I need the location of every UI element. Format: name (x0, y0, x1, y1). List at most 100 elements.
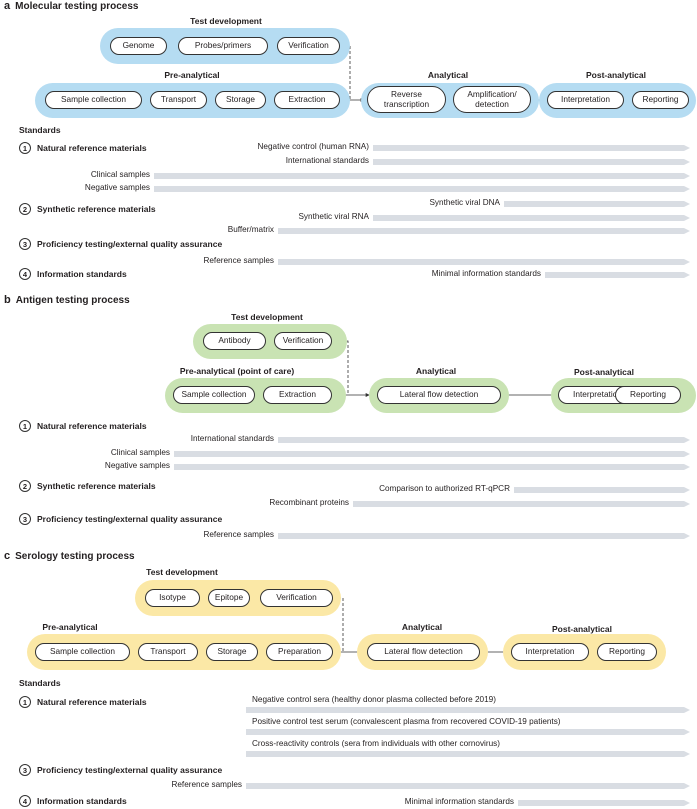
row-label: Synthetic viral DNA (429, 198, 500, 207)
row-bar (278, 228, 690, 234)
row-label: Minimal information standards (404, 797, 514, 806)
row-bar (174, 451, 690, 457)
row-label: Buffer/matrix (227, 225, 274, 234)
row-label: Reference samples (203, 530, 274, 539)
standard-synthetic-reference: Synthetic reference materials (37, 204, 156, 214)
standards-label: Standards (19, 125, 61, 135)
standard-number-badge: 4 (19, 268, 31, 280)
row-bar (154, 173, 690, 179)
row-bar (373, 215, 690, 221)
test-development-label: Test development (190, 16, 262, 26)
row-label: Negative control (human RNA) (257, 142, 370, 151)
panel-b-title-text: Antigen testing process (15, 295, 130, 306)
row-label: Positive control test serum (convalescen… (252, 717, 561, 726)
row-bar (278, 259, 690, 265)
standard-proficiency-testing: Proficiency testing/external quality ass… (37, 239, 223, 249)
analytical-label: Analytical (427, 70, 469, 80)
test-development-label: Test development (146, 567, 218, 577)
row-label: Cross-reactivity controls (sera from ind… (252, 739, 500, 748)
standard-number-badge: 4 (19, 795, 31, 807)
panel-b-title: b Antigen testing process (4, 294, 130, 306)
node-reporting: Reporting (597, 643, 657, 661)
node-probes-primers: Probes/primers (178, 37, 268, 55)
row-bar (353, 501, 690, 507)
row-label: International standards (190, 434, 274, 443)
node-sample-collection: Sample collection (173, 386, 255, 404)
row-bar (154, 186, 690, 192)
node-interpretation: Interpretation (511, 643, 589, 661)
row-label: Reference samples (171, 780, 242, 789)
node-verification: Verification (277, 37, 340, 55)
panel-c-title: c Serology testing process (4, 550, 135, 562)
row-label: International standards (285, 156, 369, 165)
row-label: Clinical samples (110, 448, 170, 457)
standard-number-badge: 1 (19, 420, 31, 432)
row-bar (373, 159, 690, 165)
analytical-label: Analytical (415, 366, 457, 376)
standard-number-badge: 1 (19, 696, 31, 708)
standard-natural-reference: Natural reference materials (37, 697, 147, 707)
row-label: Negative samples (84, 183, 150, 192)
node-lateral-flow-detection: Lateral flow detection (367, 643, 480, 661)
panel-b-letter: b (4, 294, 11, 306)
node-verification: Verification (274, 332, 332, 350)
row-bar (504, 201, 690, 207)
standard-natural-reference: Natural reference materials (37, 143, 147, 153)
node-reporting: Reporting (615, 386, 681, 404)
node-sample-collection: Sample collection (45, 91, 142, 109)
row-label: Negative samples (104, 461, 170, 470)
pre-analytical-label: Pre-analytical (164, 70, 220, 80)
standard-information: Information standards (37, 796, 127, 806)
standard-number-badge: 1 (19, 142, 31, 154)
standard-number-badge: 3 (19, 513, 31, 525)
node-amplification-detection: Amplification/ detection (453, 86, 531, 113)
panel-a-title-text: Molecular testing process (15, 1, 139, 12)
post-analytical-label: Post-analytical (552, 624, 612, 634)
node-transport: Transport (138, 643, 198, 661)
panel-a-title: a Molecular testing process (4, 0, 139, 12)
analytical-label: Analytical (401, 622, 443, 632)
node-reverse-transcription: Reverse transcription (367, 86, 446, 113)
row-bar (246, 783, 690, 789)
node-genome: Genome (110, 37, 167, 55)
panel-c-letter: c (4, 550, 11, 562)
row-bar (246, 707, 690, 713)
row-label: Clinical samples (90, 170, 150, 179)
standard-number-badge: 3 (19, 764, 31, 776)
standard-information: Information standards (37, 269, 127, 279)
post-analytical-label: Post-analytical (574, 367, 634, 377)
node-extraction: Extraction (274, 91, 340, 109)
node-isotype: Isotype (145, 589, 200, 607)
node-lateral-flow-detection: Lateral flow detection (377, 386, 501, 404)
standard-number-badge: 3 (19, 238, 31, 250)
node-epitope: Epitope (208, 589, 250, 607)
row-label: Negative control sera (healthy donor pla… (252, 695, 496, 704)
row-bar (278, 533, 690, 539)
node-interpretation: Interpretation (547, 91, 624, 109)
row-label: Synthetic viral RNA (298, 212, 369, 221)
row-label: Recombinant proteins (269, 498, 349, 507)
standard-number-badge: 2 (19, 480, 31, 492)
standard-number-badge: 2 (19, 203, 31, 215)
node-storage: Storage (206, 643, 258, 661)
row-bar (278, 437, 690, 443)
node-verification: Verification (260, 589, 333, 607)
standards-label: Standards (19, 678, 61, 688)
node-transport: Transport (150, 91, 207, 109)
standard-natural-reference: Natural reference materials (37, 421, 147, 431)
node-sample-collection: Sample collection (35, 643, 130, 661)
row-bar (545, 272, 690, 278)
row-label: Minimal information standards (431, 269, 541, 278)
node-reporting: Reporting (632, 91, 689, 109)
panel-c-title-text: Serology testing process (15, 551, 135, 562)
standard-proficiency-testing: Proficiency testing/external quality ass… (37, 765, 223, 775)
node-storage: Storage (215, 91, 266, 109)
row-bar (518, 800, 690, 806)
row-bar (246, 729, 690, 735)
standard-synthetic-reference: Synthetic reference materials (37, 481, 156, 491)
node-preparation: Preparation (266, 643, 333, 661)
pre-analytical-label: Pre-analytical (point of care) (179, 366, 295, 376)
row-bar (373, 145, 690, 151)
test-development-label: Test development (231, 312, 303, 322)
panel-a-letter: a (4, 0, 11, 12)
